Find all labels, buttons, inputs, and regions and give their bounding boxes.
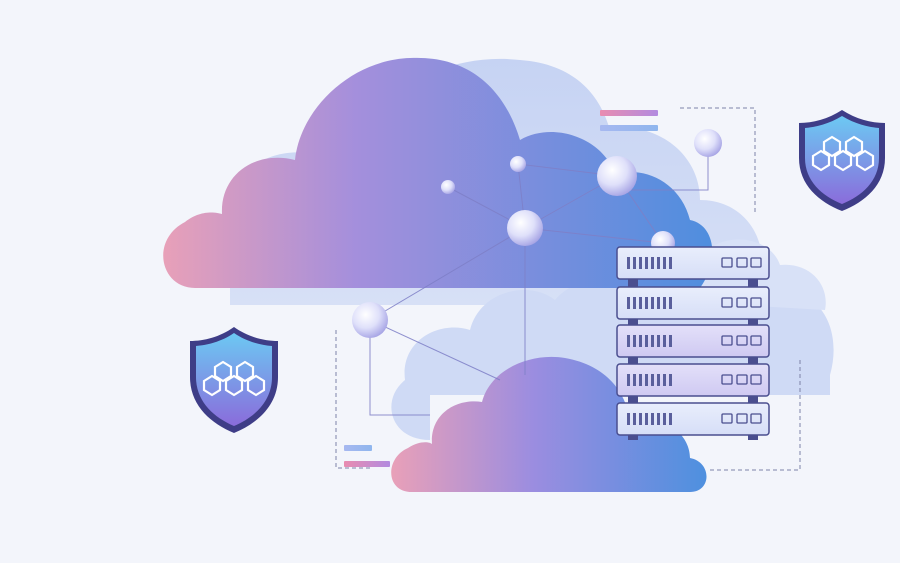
- hexagon-icon: [202, 360, 266, 397]
- server-rack-icon: [616, 246, 770, 440]
- network-node-icon: [694, 129, 722, 157]
- server-unit: [616, 363, 770, 397]
- decorative-bars-top: [600, 110, 658, 131]
- shield-icon: [190, 327, 278, 433]
- server-unit: [616, 286, 770, 320]
- network-node-icon: [507, 210, 543, 246]
- dashed-connector: [335, 107, 801, 471]
- network-node-icon: [597, 156, 637, 196]
- network-lines: [369, 143, 709, 416]
- network-node-icon: [510, 156, 526, 172]
- network-node-icon: [352, 302, 388, 338]
- server-unit: [616, 402, 770, 436]
- server-unit: [616, 246, 770, 280]
- shield-icon: [799, 110, 885, 211]
- decorative-bars-bottom: [344, 445, 390, 467]
- hexagon-icon: [811, 135, 875, 172]
- network-nodes: [352, 129, 722, 338]
- network-node-icon: [441, 180, 455, 194]
- lower-cloud-icon: [391, 356, 707, 492]
- main-cloud-icon: [163, 57, 713, 289]
- server-unit: [616, 324, 770, 358]
